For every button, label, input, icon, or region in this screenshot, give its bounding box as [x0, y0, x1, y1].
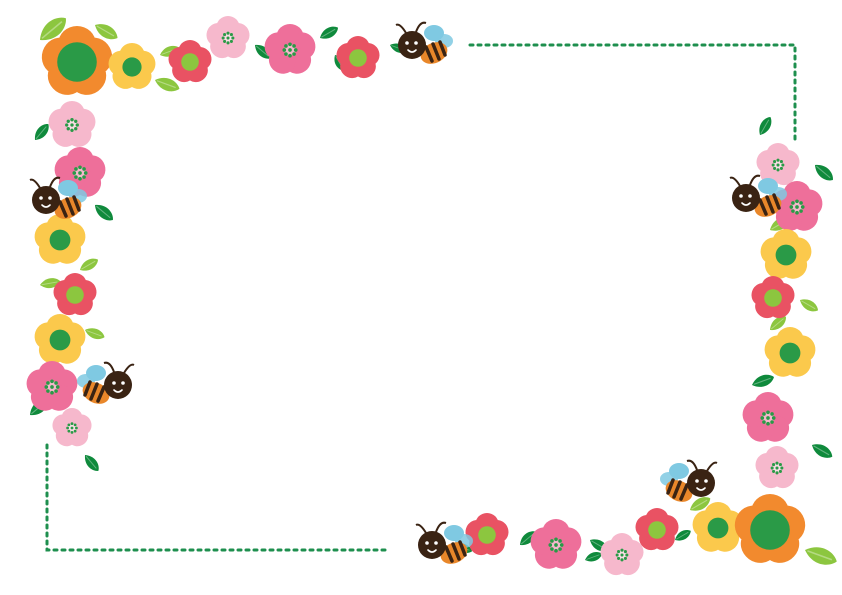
leaf-icon	[84, 455, 99, 471]
flower-icon	[771, 181, 823, 231]
leaf-icon	[85, 328, 105, 340]
leaf-icon	[95, 24, 118, 40]
flower-icon	[465, 513, 509, 556]
flower-icon	[41, 26, 113, 95]
flower-icon	[600, 533, 644, 576]
bee-icon	[29, 176, 87, 219]
dotted-border-bottom	[45, 443, 387, 552]
flower-icon	[264, 24, 316, 74]
leaf-icon	[40, 17, 66, 41]
leaf-icon	[520, 531, 536, 546]
flower-icon	[54, 147, 106, 197]
flower-icon	[530, 519, 582, 569]
leaf-icon	[585, 552, 603, 562]
flower-icon	[108, 43, 156, 89]
flower-icon	[764, 327, 816, 377]
flower-icon	[756, 143, 800, 186]
leaf-icon	[770, 316, 786, 331]
flower-icon	[755, 446, 799, 489]
flower-icon	[760, 229, 812, 279]
flower-icon	[336, 36, 380, 79]
bee-icon	[395, 21, 453, 64]
flower-icon	[635, 508, 679, 551]
flower-icon	[742, 392, 794, 442]
flower-icon	[206, 16, 250, 59]
leaf-icon	[690, 497, 711, 511]
leaf-icon	[759, 116, 772, 135]
leaf-icon	[320, 26, 339, 39]
leaf-icon	[815, 164, 833, 181]
bee-icon	[729, 174, 787, 217]
bee-icon	[660, 459, 718, 502]
leaf-icon	[805, 547, 837, 565]
leaf-icon	[675, 530, 691, 541]
leaf-icon	[812, 444, 833, 458]
leaf-icon	[255, 44, 271, 59]
dotted-border-top	[468, 43, 797, 142]
dotted-border	[45, 43, 797, 552]
flower-icon	[751, 276, 795, 319]
leaf-icon	[80, 258, 99, 271]
flower-icon	[734, 494, 806, 563]
flower-icon	[48, 101, 96, 147]
flower-icon	[26, 361, 78, 411]
leaf-icon	[752, 374, 774, 387]
flower-icon	[52, 408, 92, 447]
leaf-icon	[800, 299, 819, 312]
leaf-icon	[34, 124, 49, 140]
flower-icon	[34, 314, 86, 364]
bee-icon	[77, 361, 135, 404]
flower-icon	[34, 214, 86, 264]
bee-icon	[415, 521, 473, 564]
leaf-icon	[155, 77, 180, 92]
flower-icon	[168, 40, 212, 83]
flower-icon	[53, 273, 97, 316]
leaf-icon	[95, 204, 113, 221]
